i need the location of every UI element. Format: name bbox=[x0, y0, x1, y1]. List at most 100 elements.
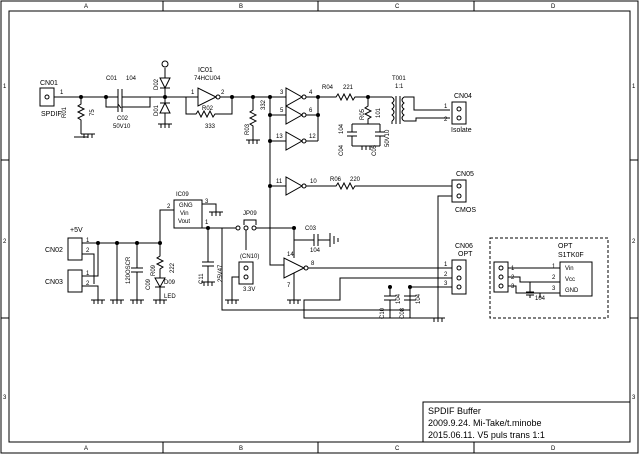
t001-secondary bbox=[404, 96, 450, 122]
title-text: SPDIF Buffer bbox=[428, 406, 481, 416]
ic09-ref: IC09 bbox=[176, 192, 189, 198]
cn04-pin-2 bbox=[456, 115, 462, 121]
c09-aux-ground bbox=[110, 243, 124, 304]
c10-value: 104 bbox=[396, 293, 402, 304]
gate-13-12-inverter bbox=[270, 131, 318, 151]
c02-ref: C02 bbox=[117, 116, 129, 122]
r09-ref: R09 bbox=[151, 264, 157, 276]
ground-icon bbox=[91, 299, 105, 304]
t001-ratio: 1:1 bbox=[395, 84, 404, 90]
opt-module-box bbox=[489, 237, 609, 319]
row-1-left: 1 bbox=[3, 84, 7, 90]
r01-value: 75 bbox=[90, 109, 96, 116]
ground-icon bbox=[74, 133, 95, 138]
cn06-opt-label: OPT bbox=[458, 251, 473, 258]
opt-pin-3 bbox=[498, 283, 504, 289]
cn10-ref: (CN10) bbox=[240, 254, 259, 260]
cn06-gnd-bus bbox=[303, 277, 452, 319]
title-line-1: 2009.9.24. Mi-Take/t.minobe bbox=[428, 418, 542, 428]
opt-module-body bbox=[559, 261, 593, 297]
ic01-inverter bbox=[197, 87, 218, 107]
vertical-bus bbox=[269, 97, 284, 266]
ic09-pin-1: 1 bbox=[205, 220, 209, 226]
c08-value: 104 bbox=[416, 293, 422, 304]
d09-led bbox=[154, 277, 166, 300]
ic01-part: 74HCU04 bbox=[194, 76, 221, 82]
ground-icon bbox=[158, 123, 172, 128]
pin-6: 6 bbox=[309, 108, 313, 114]
d09-value: LED bbox=[164, 294, 176, 300]
ic01-pin-out: 2 bbox=[221, 90, 225, 96]
r02-value: 333 bbox=[205, 124, 216, 130]
opt-cap-value: 104 bbox=[535, 296, 546, 302]
cn04-p2: 2 bbox=[444, 117, 448, 123]
cn01-connector bbox=[39, 87, 55, 107]
r02-ref: R02 bbox=[202, 106, 214, 112]
opt-module-part: S1TK0F bbox=[558, 252, 584, 259]
c10-capacitor bbox=[384, 287, 396, 318]
jp09-pin-2 bbox=[243, 225, 249, 231]
cn06-p3: 3 bbox=[444, 281, 448, 287]
pin-11: 11 bbox=[276, 179, 283, 185]
row-2-left: 2 bbox=[3, 239, 7, 245]
ground-icon bbox=[209, 211, 223, 216]
cn02-label: CN02 bbox=[45, 247, 63, 254]
ground-icon bbox=[431, 317, 445, 322]
col-b-top: B bbox=[239, 4, 243, 10]
d01-ref: D01 bbox=[154, 104, 160, 116]
c03-value: 104 bbox=[310, 248, 321, 254]
col-b-bottom: B bbox=[239, 446, 243, 452]
col-a-top: A bbox=[84, 4, 88, 10]
opt-wiring bbox=[508, 267, 560, 298]
r06-ref: R06 bbox=[330, 177, 342, 183]
cn01-pin bbox=[44, 94, 50, 100]
c08-capacitor bbox=[404, 287, 416, 318]
opt-body-p3: 3 bbox=[552, 286, 556, 292]
pin-13: 13 bbox=[276, 134, 283, 140]
opt-p3: 3 bbox=[511, 284, 515, 290]
col-c-bottom: C bbox=[395, 446, 400, 452]
ic09-pin-2: 2 bbox=[167, 204, 171, 210]
opt-p2: 2 bbox=[511, 275, 515, 281]
ic09-regulator bbox=[173, 199, 203, 229]
r04-value: 221 bbox=[343, 85, 354, 91]
jp09-pin-1 bbox=[235, 225, 241, 231]
ground-icon bbox=[225, 299, 239, 304]
cn03-p2: 2 bbox=[86, 281, 90, 287]
r04-ref: R04 bbox=[322, 85, 334, 91]
c11-value: 25V47 bbox=[218, 264, 224, 282]
opt-vin-label: Vin bbox=[565, 266, 574, 272]
vcc-label: +5V bbox=[70, 227, 83, 234]
opt-module-title: OPT bbox=[558, 243, 573, 250]
cn10-value: 3.3V bbox=[243, 287, 255, 293]
t001-transformer bbox=[368, 96, 405, 124]
bubble bbox=[301, 94, 307, 100]
ground-icon bbox=[287, 299, 301, 304]
c08-ref: C08 bbox=[400, 307, 406, 319]
opt-body-p2: 2 bbox=[552, 275, 556, 281]
r01-resistor bbox=[76, 97, 86, 134]
c04-ref: C04 bbox=[339, 144, 345, 156]
opt-pin-1 bbox=[498, 265, 504, 271]
c09-value: 120OSCR bbox=[126, 256, 132, 284]
inner-border bbox=[8, 10, 631, 443]
gate-11-10-inverter bbox=[270, 176, 452, 196]
cn01-label: CN01 bbox=[40, 80, 58, 87]
cn03-label: CN03 bbox=[45, 279, 63, 286]
c09-ref: C09 bbox=[146, 278, 152, 290]
r04-resistor bbox=[318, 92, 368, 102]
jp09-ref: JP09 bbox=[243, 211, 257, 217]
bubble bbox=[301, 138, 307, 144]
r05-ref: R05 bbox=[360, 108, 366, 120]
c02-polarity bbox=[117, 103, 122, 109]
ic09-vin: Vin bbox=[180, 211, 189, 217]
cn06-connector bbox=[451, 259, 467, 295]
row-3-left: 3 bbox=[3, 395, 7, 401]
cn05-label: CN05 bbox=[456, 171, 474, 178]
r06-value: 220 bbox=[350, 177, 361, 183]
cn05-gnd-wire bbox=[437, 195, 452, 318]
cn03-p1: 1 bbox=[86, 271, 90, 277]
d09-ref: D09 bbox=[164, 280, 176, 286]
r03-resistor bbox=[248, 97, 258, 140]
